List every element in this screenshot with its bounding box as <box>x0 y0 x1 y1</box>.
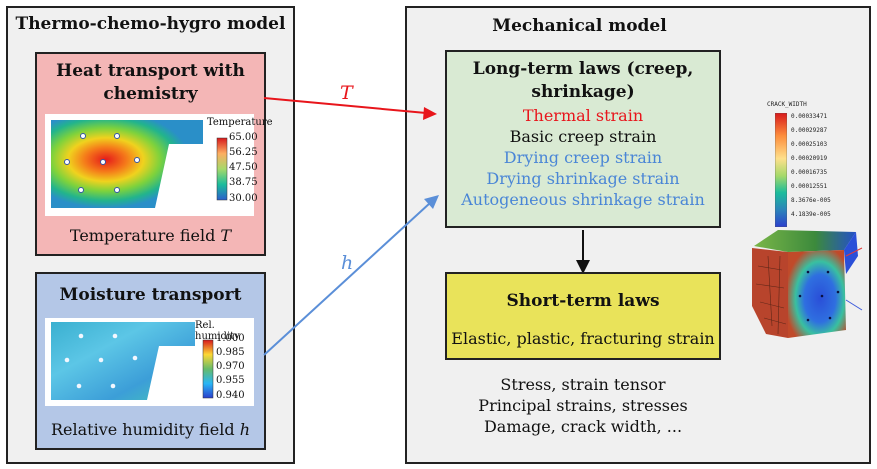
humidity-caption-var: h <box>239 420 251 439</box>
crack-width-tick: 0.00029287 <box>791 127 828 134</box>
humidity-tick: 1.000 <box>216 333 245 344</box>
temperature-tick: 47.50 <box>229 162 258 173</box>
heat-transport-title: Heat transport with chemistry <box>37 60 264 106</box>
temperature-tick: 38.75 <box>229 177 258 188</box>
humidity-legend-title: Rel. humidity <box>195 320 240 342</box>
heat-transport-box: Heat transport with chemistry <box>35 52 273 256</box>
mechanical-model-panel: Mechanical model Long-term laws (creep, … <box>405 6 871 464</box>
output-principal: Principal strains, stresses <box>478 396 688 415</box>
crack-width-3d-render <box>752 230 863 338</box>
crack-width-tick: 8.3676e-005 <box>791 197 831 204</box>
long-term-laws-title: Long-term laws (creep, shrinkage) <box>472 59 694 102</box>
crack-width-tick: 0.00016735 <box>791 169 828 176</box>
temperature-field-image <box>51 120 228 208</box>
short-term-laws-subtitle: Elastic, plastic, fracturing strain <box>451 329 715 348</box>
output-stress-strain: Stress, strain tensor <box>500 375 666 394</box>
temperature-tick: 30.00 <box>229 193 258 204</box>
temperature-tick: 65.00 <box>229 132 258 143</box>
humidity-tick: 0.985 <box>216 347 245 358</box>
temperature-caption-text: Temperature field <box>69 226 216 245</box>
long-term-laws-box: Long-term laws (creep, shrinkage) Therma… <box>445 50 721 228</box>
mechanical-outputs: Stress, strain tensor Principal strains,… <box>445 374 721 437</box>
humidity-field-caption: Relative humidity field h <box>37 420 264 439</box>
temperature-field-caption: Temperature field T <box>37 226 264 245</box>
humidity-field-image <box>51 322 214 400</box>
output-damage: Damage, crack width, ... <box>483 417 683 436</box>
humidity-tick: 0.970 <box>216 361 245 372</box>
crack-width-tick: 0.00025103 <box>791 141 828 148</box>
short-term-laws-box: Short-term laws Elastic, plastic, fractu… <box>445 272 721 360</box>
moisture-transport-box: Moisture transport <box>35 272 266 450</box>
drying-shrinkage-strain-label: Drying shrinkage strain <box>486 169 680 188</box>
temperature-legend-title: Temperature <box>207 117 273 128</box>
drying-creep-strain-label: Drying creep strain <box>503 148 663 167</box>
thermal-strain-label: Thermal strain <box>522 106 644 125</box>
humidity-caption-text: Relative humidity field <box>50 420 235 439</box>
moisture-transport-title: Moisture transport <box>59 285 242 305</box>
T-arrow-label: T <box>340 82 353 104</box>
humidity-tick: 0.955 <box>216 375 245 386</box>
crack-width-legend-title: CRACK_WIDTH <box>767 101 807 108</box>
h-arrow-label: h <box>341 252 354 274</box>
temperature-tick: 56.25 <box>229 147 258 158</box>
thermo-chemo-hygro-title: Thermo-chemo-hygro model <box>15 14 286 34</box>
long-term-laws-list: Thermal strain Basic creep strain Drying… <box>447 105 719 210</box>
long-to-short-arrow <box>576 230 590 274</box>
crack-width-tick: 0.00012551 <box>791 183 828 190</box>
heat-transport-title-line2: chemistry <box>103 84 198 104</box>
basic-creep-strain-label: Basic creep strain <box>509 127 657 146</box>
crack-width-tick: 0.00020919 <box>791 155 828 162</box>
autogeneous-shrinkage-strain-label: Autogeneous shrinkage strain <box>461 190 705 209</box>
crack-width-legend: CRACK_WIDTH 0.00033471 0.00029287 0.0002… <box>767 101 867 251</box>
temperature-caption-var: T <box>220 226 232 245</box>
humidity-field-plot: Rel. humidity 1.000 0.985 0.970 0.955 0.… <box>45 318 254 406</box>
humidity-tick: 0.940 <box>216 390 245 401</box>
crack-width-colorbar <box>775 113 787 227</box>
crack-width-tick: 0.00033471 <box>791 113 828 120</box>
thermo-chemo-hygro-panel: Thermo-chemo-hygro model Heat transport … <box>6 6 295 464</box>
short-term-laws-title: Short-term laws <box>506 291 660 311</box>
heat-transport-title-line1: Heat transport with <box>56 61 245 81</box>
temperature-field-plot: Temperature 65.00 56.25 47.50 38.75 30.0… <box>45 114 273 216</box>
mechanical-model-title: Mechanical model <box>492 16 667 36</box>
crack-width-tick: 4.1839e-005 <box>791 211 831 218</box>
